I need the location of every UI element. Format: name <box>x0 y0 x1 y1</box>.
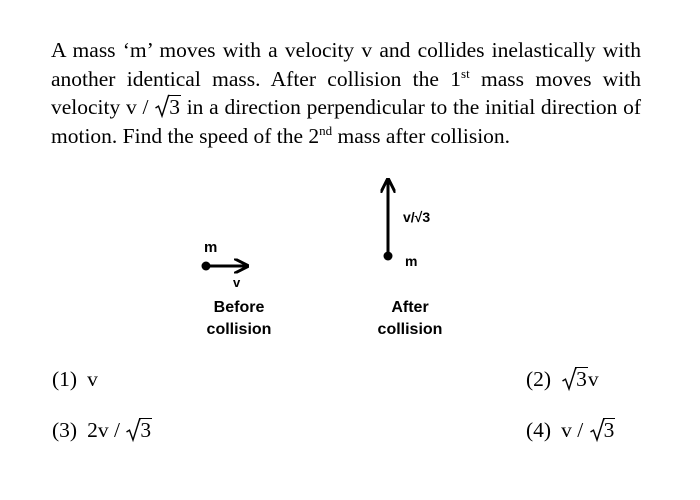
ordinal-suffix-first: st <box>461 65 470 81</box>
before-mass-dot <box>201 261 211 271</box>
question-part-3: in a direction perpendicular to the init… <box>51 95 642 148</box>
option-2[interactable]: (2) 3v <box>526 366 599 392</box>
question-part-2: mass moves with velocity v / <box>51 66 641 120</box>
ordinal-suffix-second: nd <box>319 122 333 138</box>
sqrt-expression: 3 <box>562 366 588 392</box>
sqrt-radicand: 3 <box>575 367 588 391</box>
before-mass-label: m <box>204 239 217 256</box>
option-1[interactable]: (1) v <box>52 366 98 392</box>
sqrt-sign-icon <box>562 367 577 392</box>
before-caption-line-2: collision <box>207 321 272 338</box>
sqrt-sign-icon <box>155 94 170 119</box>
question-text: A mass ‘m’ moves with a velocity v and c… <box>51 36 641 150</box>
option-prefix: 2v / <box>87 418 126 442</box>
after-mass-dot <box>383 251 393 261</box>
before-velocity-label: v <box>233 275 241 290</box>
option-4[interactable]: (4) v / 3 <box>526 417 616 443</box>
question-part-4: mass after collision. <box>332 123 511 148</box>
after-velocity-label: v/√3 <box>403 209 430 225</box>
option-prefix: v <box>87 367 98 391</box>
option-3[interactable]: (3) 2v / 3 <box>52 417 153 443</box>
option-prefix: v / <box>561 418 589 442</box>
sqrt-radicand: 3 <box>139 418 153 442</box>
option-suffix: v <box>587 367 599 391</box>
option-number: (2) <box>526 367 552 391</box>
sqrt-sign-icon <box>126 418 141 443</box>
before-caption-line-1: Before <box>214 299 265 316</box>
option-number: (3) <box>52 418 78 442</box>
sqrt-expression: 3 <box>589 417 616 443</box>
after-mass-label: m <box>405 253 417 269</box>
after-caption-line-2: collision <box>378 321 443 338</box>
sqrt-sign-icon <box>589 418 605 443</box>
sqrt-radicand: 3 <box>602 418 616 442</box>
question-part-1: A mass ‘m’ moves with a velocity v and c… <box>51 38 641 91</box>
after-caption-line-1: After <box>391 299 428 316</box>
option-number: (4) <box>526 418 552 442</box>
option-number: (1) <box>52 367 78 391</box>
sqrt-expression: 3 <box>126 417 153 443</box>
sqrt-expression: 3 <box>155 93 181 122</box>
sqrt-radicand: 3 <box>168 95 181 119</box>
